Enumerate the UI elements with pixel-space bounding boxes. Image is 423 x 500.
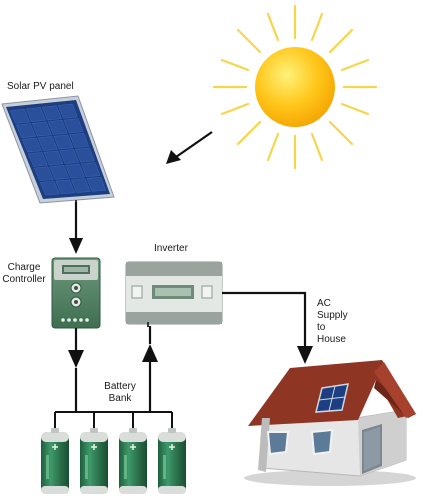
battery-bank xyxy=(41,428,186,494)
wire-batteries-to-inverter xyxy=(142,326,158,412)
solar-cell xyxy=(63,118,84,134)
battery-icon xyxy=(119,428,147,494)
solar-panel-label: Solar PV panel xyxy=(7,81,74,92)
solar-panel-cells xyxy=(9,103,107,196)
solar-cell xyxy=(57,103,78,119)
roof-solar-panel xyxy=(315,383,349,413)
battery-bank-label-line1: Battery xyxy=(104,381,136,392)
solar-cell xyxy=(31,121,52,137)
solar-cell xyxy=(53,134,74,150)
solar-cell xyxy=(75,147,95,163)
solar-cell xyxy=(49,165,70,180)
wire-inverter-to-house xyxy=(222,291,313,364)
battery-icon xyxy=(158,428,186,494)
ac-supply-label-line3: to xyxy=(317,322,326,333)
battery-bus-drops xyxy=(54,412,173,430)
wire-controller-to-batteries xyxy=(68,328,84,412)
battery-icon xyxy=(80,428,108,494)
solar-panel xyxy=(1,95,115,206)
inverter xyxy=(125,261,223,327)
solar-cell xyxy=(21,137,42,153)
solar-cell xyxy=(43,150,64,166)
battery-icon xyxy=(41,428,69,494)
sunlight-arrow xyxy=(166,131,213,164)
charge-controller-label-line2: Controller xyxy=(2,274,46,285)
charge-controller-label: Charge Controller xyxy=(0,262,48,286)
solar-cell xyxy=(65,163,85,179)
solar-cell xyxy=(47,120,68,135)
solar-cell xyxy=(86,177,107,192)
battery-bus xyxy=(54,411,173,430)
solar-cell xyxy=(39,181,60,196)
solar-cell xyxy=(71,178,91,193)
inverter-label: Inverter xyxy=(154,243,188,254)
sun-icon xyxy=(212,4,378,170)
house-icon xyxy=(244,360,416,486)
ac-supply-label-line4: House xyxy=(317,334,346,345)
solar-cell xyxy=(55,179,76,195)
solar-cell xyxy=(27,152,48,167)
battery-bank-label-line2: Bank xyxy=(108,393,132,404)
solar-cell xyxy=(25,107,46,122)
solar-cell xyxy=(15,123,36,138)
ac-supply-label-line1: AC xyxy=(317,298,331,309)
solar-cell xyxy=(80,162,101,177)
ac-supply-label-line2: Supply xyxy=(317,310,348,321)
solar-cell xyxy=(41,105,62,121)
solar-cell xyxy=(59,149,80,164)
charge-controller xyxy=(51,257,101,329)
battery-bank-label: Battery Bank xyxy=(100,381,140,405)
solar-cell xyxy=(9,108,30,124)
solar-cell xyxy=(69,133,90,148)
wire-panel-to-controller xyxy=(69,202,83,254)
solar-cell xyxy=(33,166,54,181)
charge-controller-label-line1: Charge xyxy=(7,262,41,273)
solar-cell xyxy=(37,136,58,151)
ac-supply-label: AC Supply to House xyxy=(317,298,348,346)
